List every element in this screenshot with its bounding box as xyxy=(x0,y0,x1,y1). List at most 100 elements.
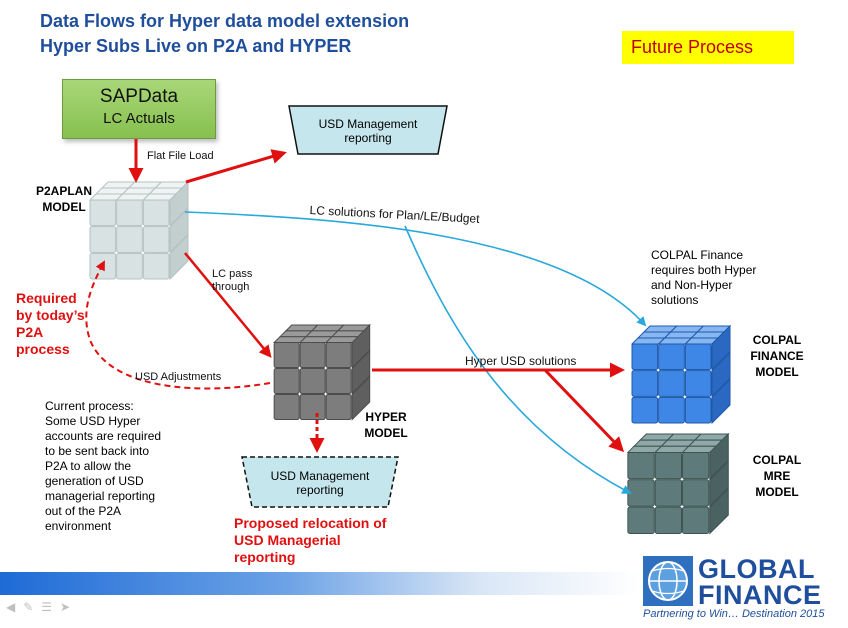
cube-front-block xyxy=(325,342,352,369)
p2aplan-label-line: P2APLAN xyxy=(35,184,92,198)
cube-side-block xyxy=(711,351,731,398)
lc-pass-through-line: LC pass xyxy=(212,268,253,280)
cube-front-block xyxy=(682,479,710,507)
cube-front-block xyxy=(658,396,685,424)
lc-solutions-flow-to-finance xyxy=(184,211,647,327)
proposed-relocation-annotation: Proposed relocation of USD Managerial re… xyxy=(234,515,386,566)
colpal-mre-label-line: COLPAL xyxy=(752,453,802,467)
cube-side-block xyxy=(351,349,371,395)
required-line: by today’s xyxy=(16,307,85,323)
required-line: process xyxy=(16,341,70,357)
required-annotation: Required by today’s P2A process xyxy=(16,290,85,358)
colpal-mre-label-line: MODEL xyxy=(755,485,799,499)
cube-front-block xyxy=(142,226,170,253)
cube-front-block xyxy=(627,479,655,507)
cube-front-block xyxy=(325,394,352,421)
sapdata-subtitle: LC Actuals xyxy=(103,110,175,127)
title-line-2: Hyper Subs Live on P2A and HYPER xyxy=(40,36,352,56)
lc-pass-through-line: through xyxy=(212,281,250,293)
cube-front-block xyxy=(299,342,326,369)
cube-front-block xyxy=(627,506,655,534)
cube-side-block xyxy=(169,234,189,281)
footer-bar xyxy=(0,572,640,595)
cube-front-block xyxy=(682,506,710,534)
cube-front-block xyxy=(116,226,143,253)
usd-reporting-bottom-line: USD Management xyxy=(270,469,370,483)
logo-line: GLOBAL xyxy=(698,554,815,584)
current-process-line: Some USD Hyper xyxy=(45,414,141,428)
cube-front-block xyxy=(89,226,117,253)
cube-front-block xyxy=(116,252,143,280)
cube-side-block xyxy=(351,323,371,369)
proposed-line: Proposed relocation of xyxy=(234,515,387,531)
current-process-line: accounts are required xyxy=(45,429,162,443)
prev-slide-icon[interactable]: ◀ xyxy=(6,600,24,614)
slide-nav-controls[interactable]: ◀✎☰➤ xyxy=(6,600,78,614)
cube-front-block xyxy=(325,368,352,395)
cube-front-block xyxy=(654,451,683,480)
usd-reporting-top-text: USD Management reporting xyxy=(289,117,447,145)
title-line-1: Data Flows for Hyper data model extensio… xyxy=(40,11,410,31)
usd-reporting-bottom-shape xyxy=(241,456,399,508)
colpal-finance-label-line: COLPAL xyxy=(752,333,802,347)
colpal-finance-label-line: MODEL xyxy=(755,365,799,379)
logo-line: FINANCE xyxy=(698,580,822,610)
usd-adjustments-label: USD Adjustments xyxy=(135,371,222,383)
hyper-usd-solutions-label: Hyper USD solutions xyxy=(465,354,577,368)
cube-side-block xyxy=(351,375,371,421)
lc-solutions-flow-to-mre xyxy=(404,225,632,494)
colpal-note-line: and Non-Hyper xyxy=(651,278,733,292)
colpal-note-line: COLPAL Finance xyxy=(651,248,744,262)
cube-front-block xyxy=(89,199,117,227)
lc-pass-through-label: LC pass through xyxy=(212,268,252,294)
cube-front-block xyxy=(684,343,712,371)
usd-adjustments-dashed-arrow xyxy=(85,260,271,390)
current-process-line: Current process: xyxy=(45,399,134,413)
current-process-line: out of the P2A xyxy=(45,504,122,518)
hyper-label-line: HYPER xyxy=(365,410,407,424)
hyper-cube xyxy=(272,323,371,421)
required-line: P2A xyxy=(16,324,44,340)
cube-front-block xyxy=(631,396,659,424)
current-process-line: to be sent back into xyxy=(45,444,150,458)
cube-front-block xyxy=(684,370,712,397)
p2aplan-label-line: MODEL xyxy=(42,200,86,214)
cube-side-block xyxy=(709,460,729,508)
cube-front-block xyxy=(631,370,659,397)
p2a-to-usd-report-arrow xyxy=(185,149,287,184)
tagline: Partnering to Win… Destination 2015 xyxy=(643,608,825,620)
pen-icon[interactable]: ✎ xyxy=(23,600,42,614)
cube-side-block xyxy=(709,487,729,535)
sapdata-title: SAPData xyxy=(99,86,179,107)
p2aplan-cube xyxy=(88,180,190,281)
cube-front-block xyxy=(116,199,143,227)
cube-front-block xyxy=(658,370,685,397)
cube-side-block xyxy=(169,180,189,227)
cube-front-block xyxy=(142,199,170,227)
current-process-line: managerial reporting xyxy=(45,489,156,503)
globe-icon xyxy=(643,556,693,606)
usd-reporting-top-line: USD Management xyxy=(318,117,418,131)
next-slide-icon[interactable]: ➤ xyxy=(60,600,79,614)
cube-side-block xyxy=(711,324,731,371)
cube-front-block xyxy=(682,451,710,480)
future-process-badge: Future Process xyxy=(622,31,794,64)
hyper-to-mre-arrow xyxy=(543,368,625,453)
colpal-note-line: requires both Hyper xyxy=(651,263,757,277)
cube-front-block xyxy=(299,368,326,395)
required-line: Required xyxy=(16,290,77,306)
current-process-line: P2A to allow the xyxy=(45,459,132,473)
cube-front-block xyxy=(631,343,659,371)
colpal-note: COLPAL Finance requires both Hyper and N… xyxy=(651,248,756,308)
colpal-finance-label-line: FINANCE xyxy=(750,349,804,363)
cube-front-block xyxy=(273,342,300,369)
hyper-label: HYPER MODEL xyxy=(346,409,426,441)
menu-icon[interactable]: ☰ xyxy=(41,600,61,614)
cube-front-block xyxy=(299,394,326,421)
cube-front-block xyxy=(273,394,300,421)
proposed-line: reporting xyxy=(234,549,296,565)
cube-side-block xyxy=(169,207,189,254)
colpal-note-line: solutions xyxy=(651,293,699,307)
cube-front-block xyxy=(273,368,300,395)
